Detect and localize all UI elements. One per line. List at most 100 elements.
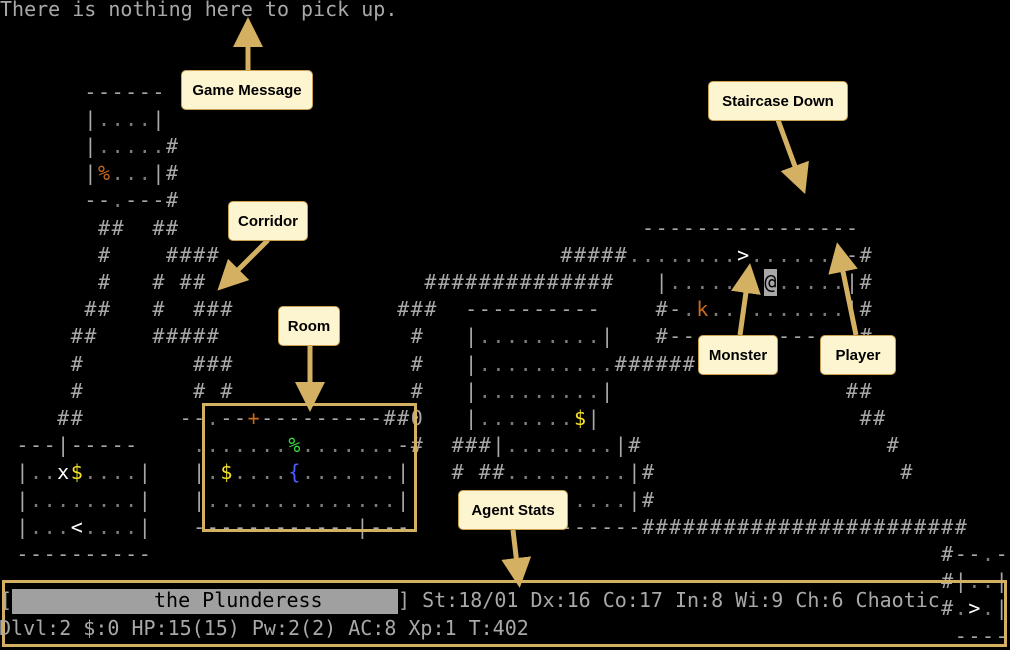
floor-glyph: . — [111, 134, 124, 158]
corridor-glyph: # — [533, 270, 546, 294]
corridor-glyph: # — [519, 270, 532, 294]
wall-glyph: - — [125, 79, 138, 104]
corridor-glyph: # — [641, 514, 654, 539]
wall-glyph: - — [111, 79, 124, 104]
wall-glyph: - — [152, 79, 165, 104]
floor-glyph: . — [152, 134, 165, 158]
wall-glyph: | — [465, 324, 478, 349]
wall-glyph: - — [397, 514, 410, 539]
corridor-glyph: # — [573, 270, 586, 294]
fountain-glyph: { — [288, 460, 301, 485]
corridor-glyph: # — [193, 270, 206, 294]
wall-glyph: - — [70, 542, 83, 566]
wall-glyph: - — [329, 406, 342, 430]
corridor-glyph: # — [410, 324, 423, 349]
floor-glyph: . — [696, 242, 709, 267]
wall-glyph: - — [220, 514, 233, 539]
wall-glyph: - — [805, 215, 818, 240]
floor-glyph: . — [805, 242, 818, 267]
wall-glyph: - — [465, 297, 478, 322]
wall-glyph: - — [369, 406, 382, 430]
corridor-glyph: # — [70, 406, 83, 430]
wall-glyph: - — [111, 433, 124, 458]
corridor-glyph: # — [791, 514, 804, 539]
corridor-glyph: # — [193, 378, 206, 403]
floor-glyph: . — [206, 406, 219, 430]
wall-glyph: | — [614, 433, 627, 458]
wall-glyph: - — [206, 514, 219, 539]
corridor-glyph: # — [954, 514, 967, 539]
corridor-glyph: # — [750, 514, 763, 539]
corridor-glyph: # — [220, 351, 233, 376]
floor-glyph: . — [138, 106, 151, 131]
wall-glyph: - — [397, 433, 410, 458]
wall-glyph: - — [682, 215, 695, 240]
wall-glyph: - — [315, 406, 328, 430]
status-line-2: Dlvl:2 $:0 HP:15(15) Pw:2(2) AC:8 Xp:1 T… — [0, 616, 529, 640]
corridor-glyph: # — [410, 351, 423, 376]
wall-glyph: - — [356, 406, 369, 430]
floor-glyph: . — [70, 487, 83, 512]
wall-glyph: - — [125, 542, 138, 566]
floor-glyph: . — [601, 433, 614, 458]
wall-glyph: | — [628, 460, 641, 485]
corridor-glyph: # — [70, 378, 83, 403]
floor-glyph: . — [29, 460, 42, 485]
wall-glyph: - — [125, 433, 138, 458]
floor-glyph: . — [669, 242, 682, 267]
floor-glyph: . — [601, 351, 614, 376]
corridor-glyph: # — [193, 297, 206, 322]
floor-glyph: . — [750, 297, 763, 322]
floor-glyph: . — [138, 161, 151, 186]
floor-glyph: . — [614, 487, 627, 512]
floor-glyph: . — [655, 242, 668, 267]
player-name-bar — [12, 589, 398, 614]
wall-glyph: - — [995, 542, 1008, 566]
floor-glyph: . — [709, 297, 722, 322]
corridor-glyph: # — [84, 324, 97, 349]
floor-glyph: . — [682, 297, 695, 322]
wall-glyph: - — [546, 297, 559, 322]
wall-glyph: - — [533, 297, 546, 322]
corridor-glyph: # — [628, 351, 641, 376]
floor-glyph: . — [560, 324, 573, 349]
floor-glyph: . — [818, 242, 831, 267]
floor-glyph: . — [315, 487, 328, 512]
label-agent-stats: Agent Stats — [458, 490, 568, 530]
floor-glyph: . — [29, 514, 42, 539]
corridor-glyph: # — [818, 514, 831, 539]
game-message: There is nothing here to pick up. — [0, 0, 398, 21]
corridor-glyph: # — [764, 514, 777, 539]
corridor-glyph: # — [465, 433, 478, 458]
wall-glyph: - — [492, 297, 505, 322]
wall-glyph: - — [383, 514, 396, 539]
corridor-glyph: # — [696, 514, 709, 539]
wall-glyph: - — [43, 542, 56, 566]
wall-glyph: | — [356, 514, 369, 539]
floor-glyph: . — [329, 433, 342, 458]
corridor-glyph: # — [179, 242, 192, 267]
floor-glyph: . — [492, 378, 505, 403]
wall-glyph: | — [465, 351, 478, 376]
floor-glyph: . — [356, 487, 369, 512]
floor-glyph: . — [125, 106, 138, 131]
corridor-glyph: # — [587, 242, 600, 267]
corridor-glyph: # — [220, 297, 233, 322]
floor-glyph: . — [233, 433, 246, 458]
corridor-glyph: # — [478, 270, 491, 294]
floor-glyph: . — [560, 433, 573, 458]
staircase-down-glyph: > — [968, 596, 981, 621]
wall-glyph: | — [57, 433, 70, 458]
floor-glyph: . — [274, 487, 287, 512]
food-glyph: % — [288, 433, 301, 458]
floor-glyph: . — [492, 406, 505, 430]
wall-glyph: | — [845, 270, 858, 294]
staircase-arrow — [775, 119, 809, 195]
wall-glyph: - — [261, 406, 274, 430]
floor-glyph: . — [57, 514, 70, 539]
corridor-glyph: # — [941, 596, 954, 621]
wall-glyph: | — [16, 460, 29, 485]
floor-glyph: . — [247, 460, 260, 485]
